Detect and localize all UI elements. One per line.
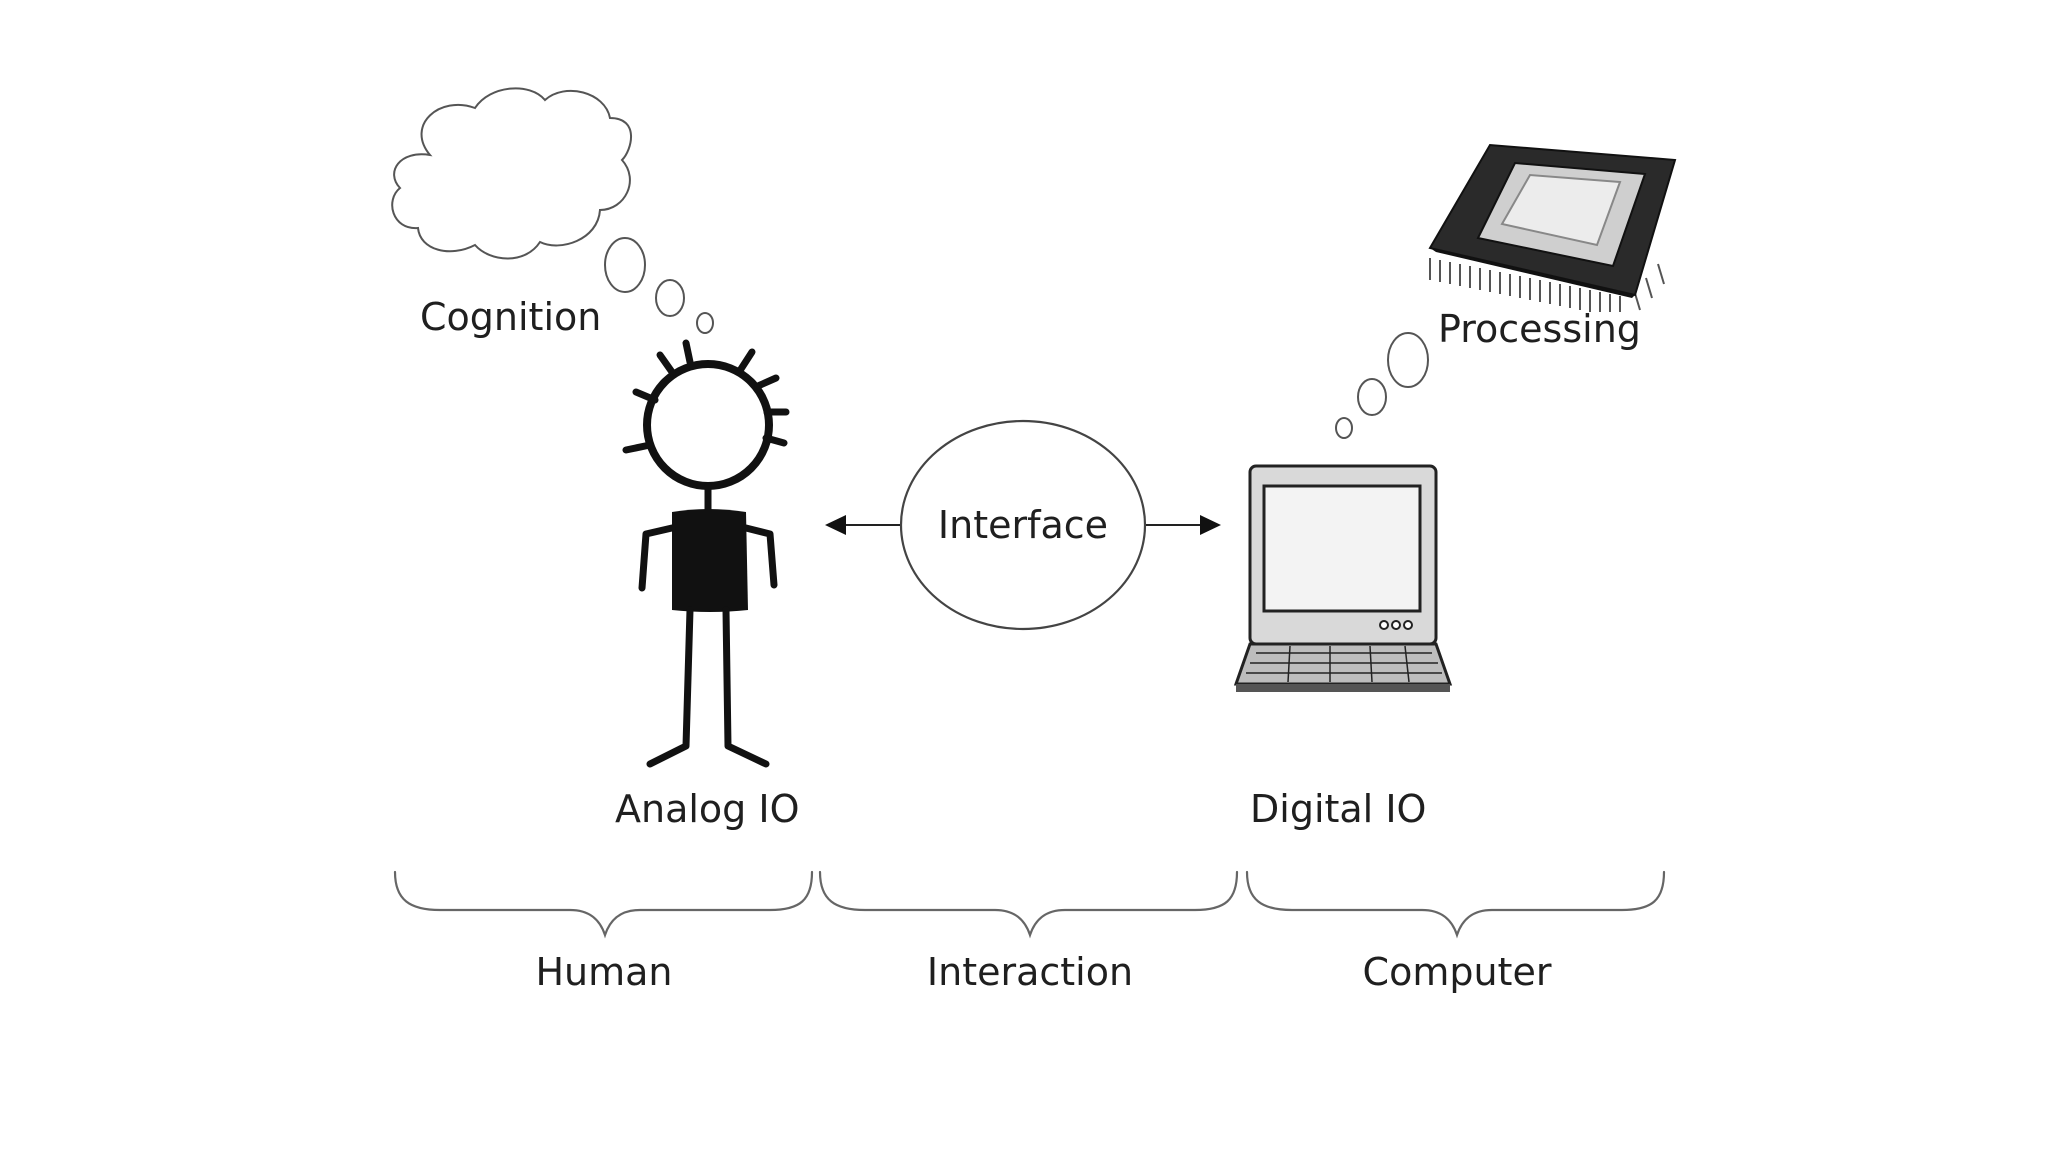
- processing-label: Processing: [1438, 307, 1641, 351]
- interface-node: [899, 419, 1147, 631]
- thought-cloud-icon: [391, 87, 714, 334]
- analog-io-label: Analog IO: [615, 787, 800, 831]
- interaction-brace: [818, 870, 1239, 939]
- human-brace: [393, 870, 814, 939]
- cpu-chip-icon: [1428, 143, 1677, 312]
- computer-brace: [1245, 870, 1666, 939]
- interface-label: Interface: [938, 503, 1108, 547]
- digital-io-label: Digital IO: [1250, 787, 1426, 831]
- human-label: Human: [535, 950, 672, 994]
- cognition-label: Cognition: [420, 295, 601, 339]
- stick-figure-icon: [622, 339, 790, 768]
- arrow-to-human: [825, 515, 900, 535]
- laptop-icon: [1233, 464, 1453, 692]
- arrow-to-computer: [1146, 515, 1221, 535]
- interaction-label: Interaction: [927, 950, 1133, 994]
- computer-label: Computer: [1363, 950, 1552, 994]
- processing-thought-bubbles: [1335, 332, 1429, 439]
